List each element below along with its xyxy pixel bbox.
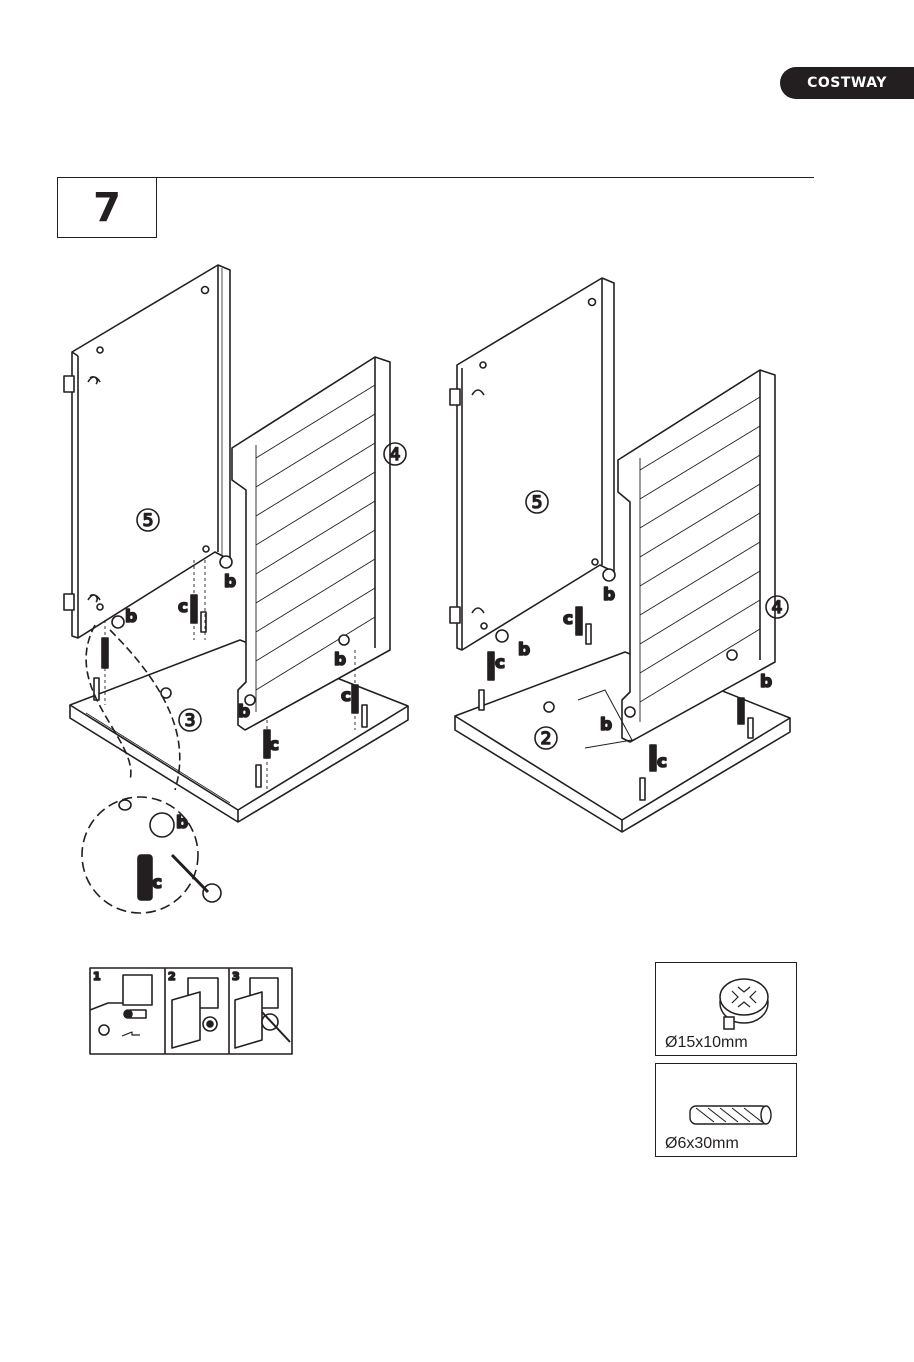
part-number-side-panel: 5 — [143, 511, 154, 531]
label-cam-b: b — [224, 572, 236, 592]
cam-lock-icon — [656, 967, 796, 1037]
label-dowel-c: c — [269, 735, 279, 755]
label-dowel-c: c — [563, 609, 573, 629]
label-cam-b: b — [760, 672, 772, 692]
substep-number: 2 — [168, 970, 176, 983]
label-dowel-c: c — [341, 686, 351, 706]
part-number-back-panel: 4 — [390, 445, 401, 465]
label-cam-b: b — [600, 715, 612, 735]
part-number-back-panel: 4 — [772, 598, 783, 618]
label-dowel-c: c — [152, 873, 162, 893]
label-cam-b: b — [603, 585, 615, 605]
hardware-spec: Ø6x30mm — [665, 1135, 739, 1153]
right-assembly: b b c c b b c 5 4 2 — [450, 278, 790, 832]
label-cam-b: b — [238, 702, 250, 722]
cam-lock-substeps: 1 2 3 — [90, 968, 292, 1054]
side-panel-right — [457, 278, 614, 650]
part-number-base: 3 — [185, 711, 196, 731]
label-dowel-c: c — [178, 597, 188, 617]
hardware-wooden-dowel: Ø6x30mm — [655, 1063, 797, 1157]
label-cam-b: b — [176, 813, 188, 833]
label-cam-b: b — [518, 640, 530, 660]
label-cam-b: b — [125, 607, 137, 627]
label-dowel-c: c — [495, 653, 505, 673]
side-panel-left — [72, 265, 230, 638]
part-number-side-panel: 5 — [532, 493, 543, 513]
substep-number: 3 — [232, 970, 240, 983]
hardware-spec: Ø15x10mm — [665, 1034, 748, 1052]
left-assembly: b b c b c b c b c 5 4 3 — [64, 265, 408, 913]
label-dowel-c: c — [657, 752, 667, 772]
wooden-dowel-icon — [656, 1068, 796, 1138]
substep-number: 1 — [93, 970, 101, 983]
label-cam-b: b — [334, 650, 346, 670]
hardware-cam-lock: Ø15x10mm — [655, 962, 797, 1056]
part-number-base: 2 — [541, 729, 552, 749]
